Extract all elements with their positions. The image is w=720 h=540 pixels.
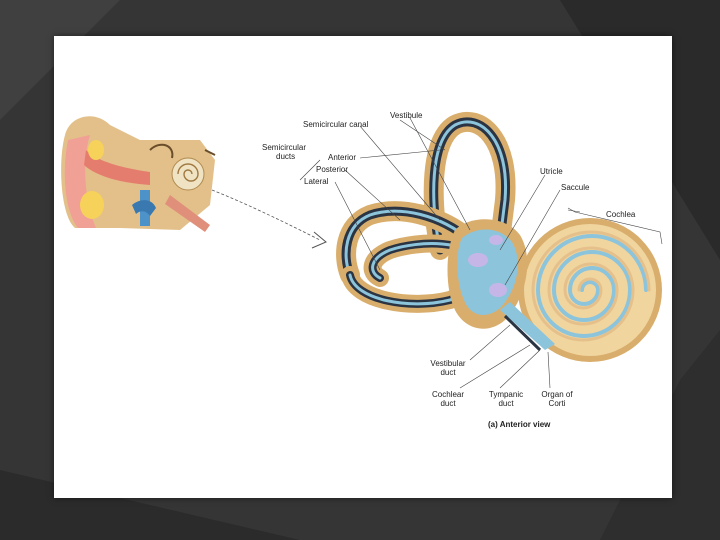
label-cochlear-duct-line2: duct (440, 399, 456, 408)
leader-lines (299, 117, 663, 389)
label-tympanic-duct-line1: Tympanic (488, 390, 524, 399)
label-tympanic-duct-line2: duct (498, 399, 514, 408)
dashed-connector-arrow (211, 189, 321, 241)
label-saccule: Saccule (561, 183, 590, 192)
label-anterior: Anterior (328, 153, 357, 162)
vestibule-body (447, 219, 555, 352)
label-lateral: Lateral (304, 177, 329, 186)
label-vestibular-duct-line1: Vestibular (430, 359, 466, 368)
label-cochlea: Cochlea (606, 210, 636, 219)
label-vestibular-duct-line2: duct (440, 368, 456, 377)
figure-caption: (a) Anterior view (488, 420, 551, 429)
outer-ear-thumbnail (61, 116, 216, 232)
cochlea-spiral (518, 218, 662, 362)
label-semicircular-ducts-line2: ducts (276, 152, 296, 161)
label-vestibule: Vestibule (390, 111, 423, 120)
label-posterior: Posterior (316, 165, 349, 174)
label-organ-of-corti-line2: Corti (548, 399, 566, 408)
label-semicircular-ducts-line1: Semicircular (262, 143, 307, 152)
label-utricle: Utricle (540, 167, 563, 176)
label-organ-of-corti-line1: Organ of (541, 390, 573, 399)
label-cochlear-duct-line1: Cochlear (431, 390, 464, 399)
arrow-head-icon (311, 231, 327, 249)
label-semicircular-canal: Semicircular canal (303, 120, 369, 129)
cochlea-bracket (567, 209, 581, 213)
